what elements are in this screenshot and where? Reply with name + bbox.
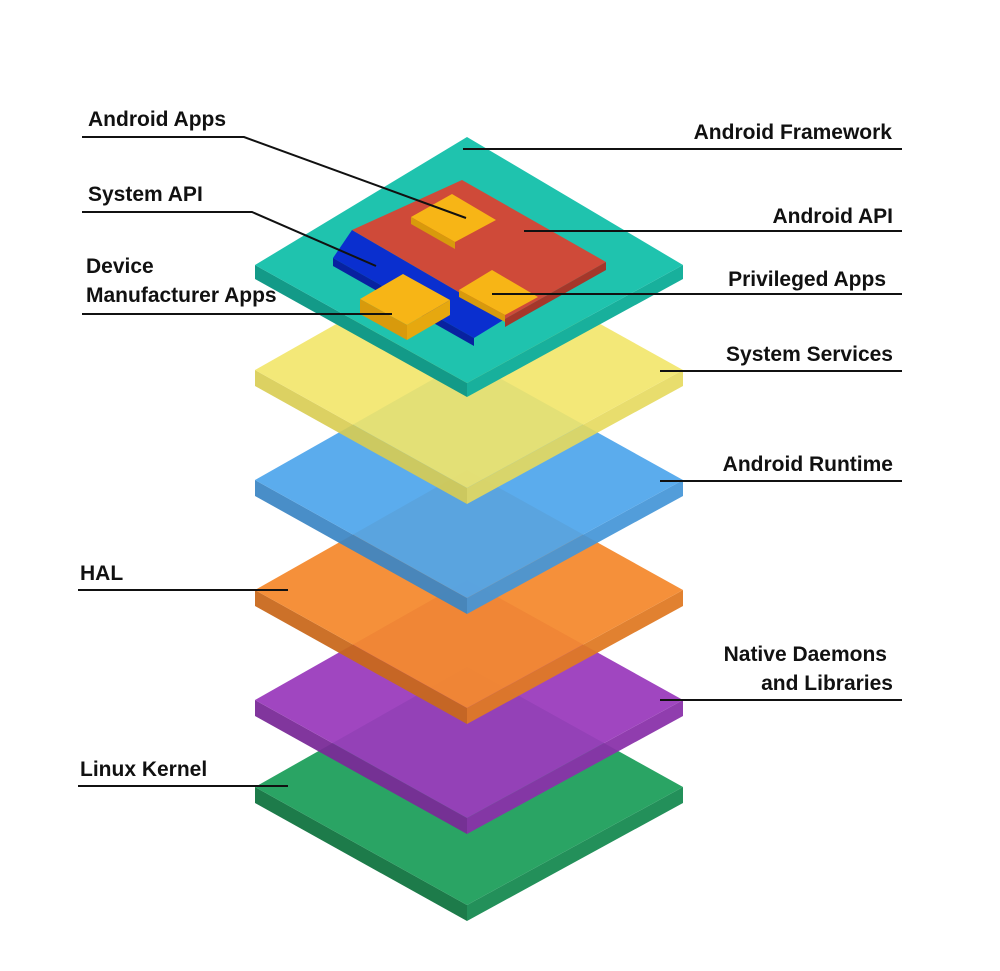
android-framework-side [255, 265, 467, 397]
hal-side-right [467, 590, 683, 724]
leader-lines [78, 136, 902, 787]
native-daemons-label-line2: and Libraries [761, 672, 893, 695]
linux-kernel-label: Linux Kernel [80, 758, 207, 781]
linux-kernel-side-right [467, 787, 683, 921]
system-services-side-right [467, 370, 683, 504]
native-daemons-side [255, 700, 467, 834]
device-manufacturer-apps-tile [360, 274, 450, 340]
system-api-leader [82, 211, 377, 267]
device-manufacturer-apps-tile-top [360, 274, 450, 325]
system-api-label: System API [88, 183, 203, 206]
system-services-side [255, 370, 467, 504]
privileged-apps-label: Privileged Apps [728, 268, 886, 291]
native-daemons-side-right [467, 700, 683, 834]
hal-side [255, 590, 467, 724]
hal-label: HAL [80, 562, 123, 585]
android-apps-tile-side [411, 217, 455, 249]
privileged-apps-tile [459, 270, 538, 322]
android-runtime-side [255, 480, 467, 614]
privileged-apps-tile-top [459, 270, 538, 315]
device-manufacturer-apps-label-line1: Device [86, 255, 154, 278]
privileged-apps-tile-side [459, 290, 505, 322]
android-apps-label: Android Apps [88, 108, 226, 131]
android-apps-leader [82, 136, 467, 219]
device-manufacturer-apps-tile-side-right [407, 300, 450, 340]
android-runtime-side-right [467, 480, 683, 614]
native-daemons-label-line1: Native Daemons [724, 643, 887, 666]
system-services-label: System Services [726, 343, 893, 366]
android-api-label: Android API [772, 205, 893, 228]
device-manufacturer-apps-tile-side [360, 299, 407, 340]
android-framework-label: Android Framework [694, 121, 893, 144]
android-runtime-label: Android Runtime [723, 453, 893, 476]
linux-kernel-side [255, 787, 467, 921]
labels: Android Apps System API Device Manufactu… [80, 108, 893, 781]
device-manufacturer-apps-label-line2: Manufacturer Apps [86, 284, 277, 307]
android-framework-side-right [467, 265, 683, 397]
